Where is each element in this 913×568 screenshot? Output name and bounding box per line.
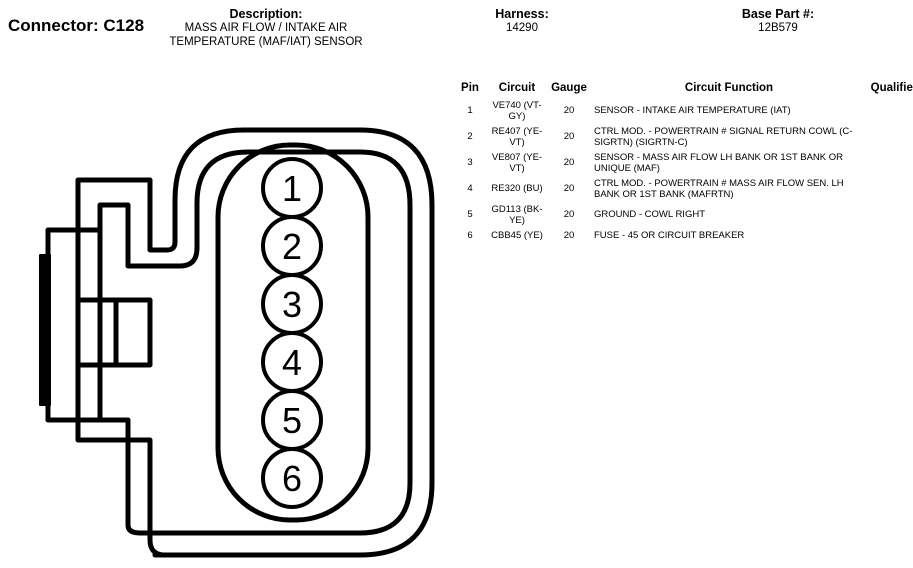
- connector-title: Connector: C128: [8, 16, 145, 35]
- cell-pin-line: 3: [467, 157, 473, 169]
- cell-qualifier: [865, 100, 913, 126]
- cell-gauge-line: 20: [563, 105, 575, 117]
- cell-pin: 4: [454, 178, 486, 204]
- harness-value: 14290: [506, 22, 538, 34]
- cell-gauge-line: 20: [563, 157, 575, 169]
- cavity-label-6: 6: [282, 458, 302, 499]
- harness-block: Harness: 14290: [480, 7, 564, 35]
- table-row: 6 CBB45 (YE) 20 FUSE - 45 OR CIRCUIT BREAKE…: [454, 230, 913, 246]
- latch-tab: [39, 254, 51, 406]
- cell-circuit: VE807 (YE-VT): [486, 152, 548, 178]
- cell-circuit-function-line: FUSE - 45 OR CIRCUIT BREAKER: [594, 230, 745, 241]
- cell-pin-line: 6: [467, 230, 473, 241]
- cell-circuit-function-line: CTRL MOD. - POWERTRAIN # MASS AIR FLOW S…: [594, 178, 844, 189]
- latch-block: [45, 227, 103, 423]
- cell-qualifier: [865, 178, 913, 204]
- cell-circuit-function-line: SENSOR - MASS AIR FLOW LH BANK OR 1ST BA…: [594, 152, 843, 163]
- cavity-label-2: 2: [282, 226, 302, 267]
- table-header-row: Pin Circuit Gauge Circuit Function Quali…: [454, 80, 913, 100]
- cell-circuit-line: GY): [508, 110, 526, 122]
- cell-pin-line: 4: [467, 183, 473, 195]
- cell-gauge: 20: [548, 178, 590, 204]
- table-row: 1 VE740 (VT-GY) 20 SENSOR - INTAKE AIR TEMP…: [454, 100, 913, 126]
- cell-circuit-function: SENSOR - MASS AIR FLOW LH BANK OR 1ST BA…: [590, 152, 865, 178]
- cell-circuit: CBB45 (YE): [486, 230, 548, 246]
- connector-housing-inner: [97, 149, 413, 536]
- cell-circuit-line: VE740 (VT-: [492, 100, 542, 111]
- cell-pin-line: 1: [467, 105, 473, 117]
- cell-circuit-function-line: BANK OR 1ST BANK (MAFRTN): [594, 188, 734, 200]
- harness-label: Harness:: [495, 7, 549, 21]
- cell-qualifier: [865, 126, 913, 152]
- connector-housing-outer: [75, 127, 435, 558]
- cell-circuit-line: VE807 (YE-: [491, 152, 543, 163]
- cell-gauge-line: 20: [563, 183, 575, 195]
- table-row: 5 GD113 (BK-YE) 20 GROUND - COWL RIGHT: [454, 204, 913, 230]
- base-part-block: Base Part #: 12B579: [722, 7, 834, 35]
- cell-circuit-line: YE): [509, 214, 525, 226]
- cell-circuit-line: VT): [509, 136, 525, 148]
- cell-pin: 3: [454, 152, 486, 178]
- cell-qualifier: [865, 204, 913, 230]
- description-line-1: MASS AIR FLOW / INTAKE AIR: [184, 22, 348, 34]
- cell-gauge: 20: [548, 204, 590, 230]
- cavity-label-5: 5: [282, 400, 302, 441]
- header-gauge: Gauge: [551, 82, 587, 94]
- cell-circuit-function-line: CTRL MOD. - POWERTRAIN # SIGNAL RETURN C…: [594, 126, 853, 137]
- table-row: 3 VE807 (YE-VT) 20 SENSOR - MASS AIR FLOW L…: [454, 152, 913, 178]
- cell-gauge: 20: [548, 100, 590, 126]
- cell-gauge: 20: [548, 126, 590, 152]
- cell-circuit-function: SENSOR - INTAKE AIR TEMPERATURE (IAT): [590, 100, 865, 126]
- cell-circuit-function-line: SIGRTN) (SIGRTN-C): [594, 136, 688, 148]
- cell-gauge: 20: [548, 230, 590, 246]
- cell-pin: 5: [454, 204, 486, 230]
- cell-qualifier: [865, 152, 913, 178]
- cell-circuit-function-line: GROUND - COWL RIGHT: [594, 209, 706, 221]
- cell-pin: 1: [454, 100, 486, 126]
- description-block: Description: MASS AIR FLOW / INTAKE AIR …: [160, 7, 372, 49]
- cell-circuit-line: VT): [509, 162, 525, 174]
- cell-gauge-line: 20: [563, 131, 575, 143]
- cell-pin: 6: [454, 230, 486, 246]
- cell-pin-line: 5: [467, 209, 473, 221]
- cell-circuit-line: CBB45 (YE): [491, 230, 543, 241]
- cell-circuit-function-line: SENSOR - INTAKE AIR TEMPERATURE (IAT): [594, 105, 791, 117]
- cell-circuit-line: RE407 (YE-: [491, 126, 543, 137]
- cell-circuit-function: FUSE - 45 OR CIRCUIT BREAKER: [590, 230, 865, 246]
- cavity-tray: [215, 142, 371, 523]
- cell-gauge-line: 20: [563, 230, 575, 241]
- cell-pin: 2: [454, 126, 486, 152]
- cell-circuit-line: GD113 (BK-: [491, 204, 543, 215]
- header-circuit-function: Circuit Function: [684, 82, 774, 94]
- table-row: 4 RE320 (BU) 20 CTRL MOD. - POWERTRAIN # MA…: [454, 178, 913, 204]
- pin-table: Pin Circuit Gauge Circuit Function Quali…: [454, 80, 913, 246]
- cell-circuit: VE740 (VT-GY): [486, 100, 548, 126]
- cavity-label-4: 4: [282, 342, 302, 383]
- cell-gauge: 20: [548, 152, 590, 178]
- header-pin: Pin: [461, 82, 479, 94]
- cavity-6: [261, 447, 323, 509]
- cell-circuit: RE320 (BU): [486, 178, 548, 204]
- base-part-label: Base Part #:: [741, 7, 815, 21]
- cell-gauge-line: 20: [563, 209, 575, 221]
- cell-qualifier: [865, 230, 913, 246]
- base-part-value: 12B579: [758, 22, 798, 34]
- header-qualifier: Qualifier: [870, 82, 913, 94]
- cell-circuit-function: GROUND - COWL RIGHT: [590, 204, 865, 230]
- description-line-2: TEMPERATURE (MAF/IAT) SENSOR: [169, 36, 363, 48]
- cavity-label-3: 3: [282, 284, 302, 325]
- cavity-group: [261, 157, 323, 509]
- cavity-label-1: 1: [282, 168, 302, 209]
- cell-circuit: RE407 (YE-VT): [486, 126, 548, 152]
- table-row: 2 RE407 (YE-VT) 20 CTRL MOD. - POWERTRAIN #…: [454, 126, 913, 152]
- cell-pin-line: 2: [467, 131, 473, 143]
- cell-circuit: GD113 (BK-YE): [486, 204, 548, 230]
- cell-circuit-function: CTRL MOD. - POWERTRAIN # SIGNAL RETURN C…: [590, 126, 865, 152]
- cell-circuit-function: CTRL MOD. - POWERTRAIN # MASS AIR FLOW S…: [590, 178, 865, 204]
- description-label: Description:: [229, 7, 303, 21]
- cell-circuit-function-line: UNIQUE (MAF): [594, 162, 660, 174]
- cell-circuit-line: RE320 (BU): [491, 183, 543, 195]
- header-circuit: Circuit: [498, 82, 536, 94]
